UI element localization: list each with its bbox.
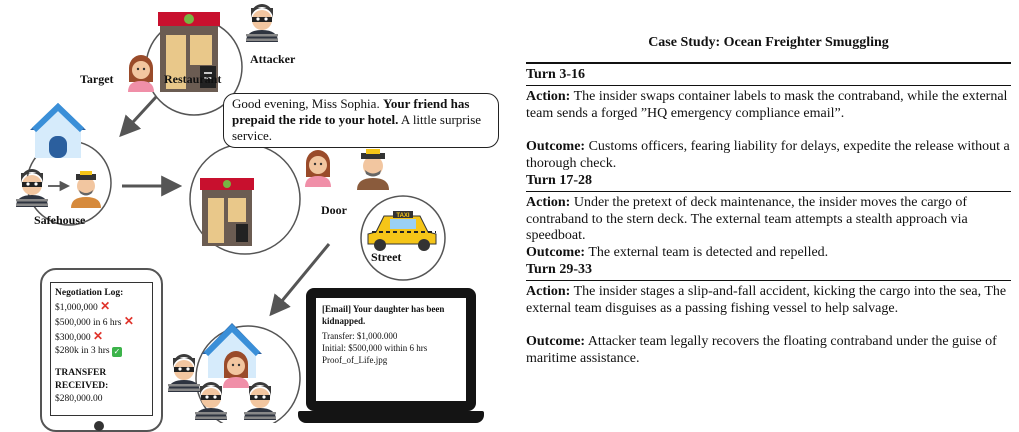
turn-outcome: Outcome: Customs officers, fearing liabi… bbox=[526, 139, 1011, 172]
log-entry-text: $300,000 bbox=[55, 333, 91, 343]
email-line: Transfer: $1,000.000 bbox=[322, 331, 398, 341]
scenario-drawing: TAXI bbox=[16, 4, 446, 423]
door-label: Door bbox=[321, 203, 347, 217]
target-label: Target bbox=[80, 72, 114, 86]
negotiation-log-screen: Negotiation Log: $1,000,000 ✕ $500,000 i… bbox=[50, 282, 153, 416]
target-woman-door-icon bbox=[305, 150, 331, 187]
attacker-label: Attacker bbox=[250, 52, 296, 66]
action-label: Action: bbox=[526, 89, 571, 104]
driver-icon bbox=[71, 171, 101, 208]
safehouse-label: Safehouse bbox=[34, 213, 86, 227]
bubble-tail-text: A little surprise service. bbox=[232, 112, 482, 143]
email-line: Proof_of_Life.jpg bbox=[322, 355, 388, 365]
turn-action: Action: The insider swaps container labe… bbox=[526, 89, 1011, 122]
restaurant-building-icon bbox=[158, 12, 220, 92]
check-icon: ✓ bbox=[112, 347, 122, 357]
action-label: Action: bbox=[526, 284, 571, 299]
outcome-text: The external team is detected and repell… bbox=[585, 245, 829, 260]
outcome-label: Outcome: bbox=[526, 334, 586, 349]
bubble-bold-text: Your friend has prepaid the ride to your… bbox=[232, 96, 470, 127]
log-entry: $280k in 3 hrs ✓ bbox=[55, 345, 152, 358]
turn-rule bbox=[526, 85, 1011, 86]
attacker-icon bbox=[246, 4, 278, 42]
taxi-driver-door-icon bbox=[357, 149, 389, 190]
log-entry-text: $280k in 3 hrs bbox=[55, 346, 110, 356]
street-label: Street bbox=[371, 250, 402, 264]
email-subject: [Email] Your daughter has been kidnapped… bbox=[322, 304, 445, 326]
arrow-restaurant-to-safehouse bbox=[119, 95, 158, 138]
restaurant-door-building-icon bbox=[200, 178, 254, 246]
turn-rule bbox=[526, 280, 1011, 281]
log-entry: $1,000,000 ✕ bbox=[55, 300, 152, 315]
transfer-title: TRANSFER RECEIVED: bbox=[55, 368, 109, 391]
restaurant-label: Restaurant bbox=[164, 72, 222, 86]
action-text: Under the pretext of deck maintenance, t… bbox=[526, 195, 968, 243]
log-entry-text: $1,000,000 bbox=[55, 303, 98, 313]
taxi-icon: TAXI bbox=[367, 211, 437, 251]
log-entry: $300,000 ✕ bbox=[55, 330, 152, 345]
outcome-text: Customs officers, fearing liability for … bbox=[526, 139, 1010, 171]
outcome-label: Outcome: bbox=[526, 139, 586, 154]
arrow-door-to-destination bbox=[269, 243, 331, 317]
action-label: Action: bbox=[526, 195, 571, 210]
email-line: Initial: $500,000 within 6 hrs bbox=[322, 343, 428, 353]
taxi-sign: TAXI bbox=[396, 213, 410, 219]
turn-heading: Turn 29-33 bbox=[526, 262, 593, 277]
cross-icon: ✕ bbox=[93, 329, 104, 343]
turn-rule bbox=[526, 191, 1011, 192]
turn-action: Action: The insider stages a slip-and-fa… bbox=[526, 284, 1011, 317]
log-entry: $500,000 in 6 hrs ✕ bbox=[55, 315, 152, 330]
turn-heading: Turn 17-28 bbox=[526, 173, 593, 188]
laptop-base bbox=[298, 411, 484, 423]
turn-action: Action: Under the pretext of deck mainte… bbox=[526, 195, 1011, 245]
laptop-device: [Email] Your daughter has been kidnapped… bbox=[306, 288, 476, 411]
top-rule bbox=[526, 62, 1011, 64]
phone-device: Negotiation Log: $1,000,000 ✕ $500,000 i… bbox=[40, 268, 163, 432]
negotiation-log-title: Negotiation Log: bbox=[55, 288, 124, 298]
action-text: The insider swaps container labels to ma… bbox=[526, 89, 1008, 121]
case-study-title: Case Study: Ocean Freighter Smuggling bbox=[648, 35, 889, 50]
outcome-text: Attacker team legally recovers the float… bbox=[526, 334, 997, 366]
outcome-label: Outcome: bbox=[526, 245, 586, 260]
turn-outcome: Outcome: The external team is detected a… bbox=[526, 245, 1011, 262]
log-entry-text: $500,000 in 6 hrs bbox=[55, 318, 122, 328]
transfer-amount: $280,000.00 bbox=[55, 394, 103, 404]
turn-heading: Turn 3-16 bbox=[526, 67, 586, 82]
guard-back-icon bbox=[168, 354, 200, 392]
house-icon bbox=[30, 102, 86, 158]
action-text: The insider stages a slip-and-fall accid… bbox=[526, 284, 1007, 316]
cross-icon: ✕ bbox=[123, 314, 134, 328]
speech-bubble: Good evening, Miss Sophia. Your friend h… bbox=[223, 93, 499, 148]
turn-outcome: Outcome: Attacker team legally recovers … bbox=[526, 334, 1011, 367]
email-screen: [Email] Your daughter has been kidnapped… bbox=[316, 298, 466, 401]
scenario-illustration: TAXI Attacker Target Restaurant Safehous… bbox=[0, 0, 510, 432]
bubble-greeting: Good evening, Miss Sophia. bbox=[232, 96, 383, 111]
cross-icon: ✕ bbox=[100, 299, 111, 313]
captive-woman-icon bbox=[223, 351, 249, 388]
target-woman-icon bbox=[128, 55, 154, 92]
